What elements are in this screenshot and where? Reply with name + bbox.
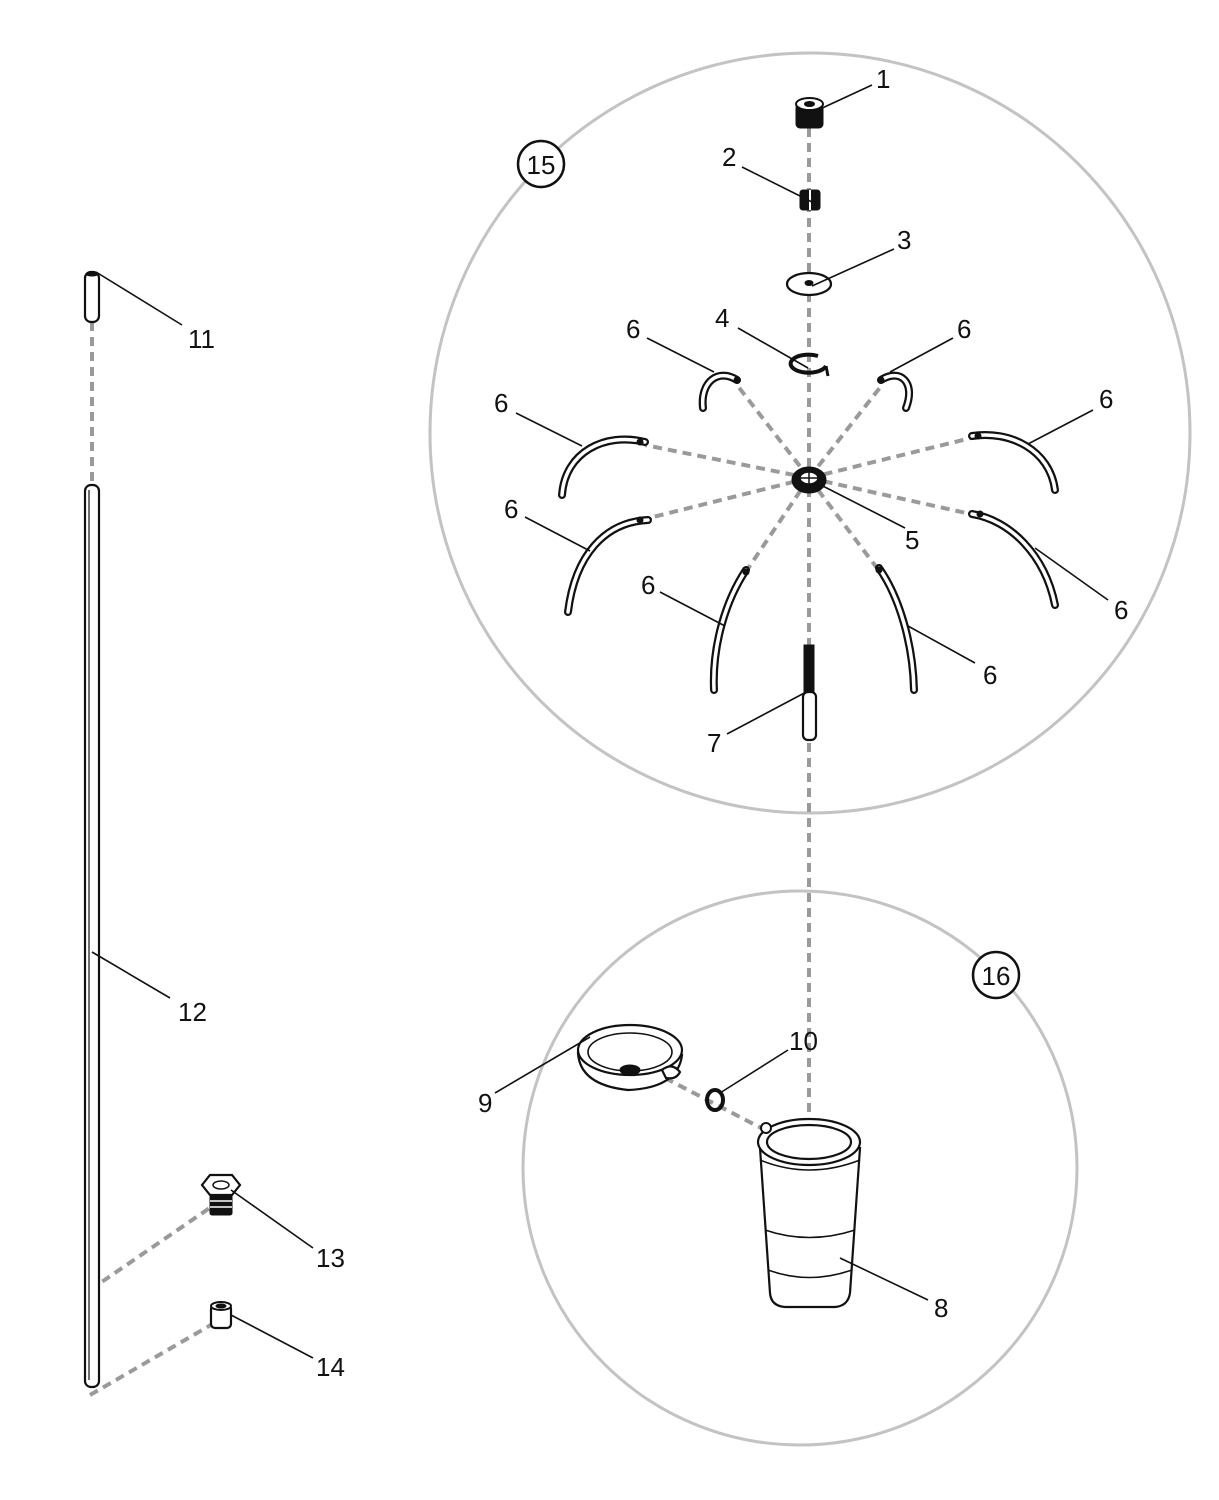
hook-bottom-right (875, 564, 918, 694)
label-12: 12 (178, 997, 207, 1027)
hook-mid-left (558, 435, 649, 499)
label-13: 13 (316, 1243, 345, 1273)
callout-15-text: 15 (527, 150, 556, 180)
part-10-ring (705, 1088, 725, 1112)
part-12-rod (83, 483, 101, 1389)
part-8-container (756, 1117, 862, 1309)
part-13-bushing (200, 1173, 242, 1216)
callout-15: 15 (516, 139, 566, 189)
label-2: 2 (722, 142, 736, 172)
label-4: 4 (715, 303, 729, 333)
label-6-g: 6 (641, 570, 655, 600)
detail-circle-15 (428, 51, 1192, 815)
hook-upper-right (877, 371, 914, 412)
label-8: 8 (934, 1293, 948, 1323)
leader-lines (91, 84, 1109, 1359)
part-11-tip (83, 270, 101, 324)
detail-circle-16 (521, 889, 1079, 1447)
part-5-hub (791, 466, 827, 494)
part-2-nut (799, 189, 821, 211)
callout-16-text: 16 (982, 961, 1011, 991)
assembly-lines (88, 128, 976, 1397)
label-1: 1 (876, 64, 890, 94)
label-7: 7 (707, 728, 721, 758)
hook-lower-left (564, 516, 652, 616)
label-6-f: 6 (1114, 595, 1128, 625)
part-4-ring (788, 352, 830, 377)
part-14-endcap (209, 1301, 233, 1330)
label-14: 14 (316, 1352, 345, 1382)
label-6-a: 6 (626, 314, 640, 344)
part-9-funnel (576, 1023, 684, 1092)
label-3: 3 (897, 225, 911, 255)
label-6-e: 6 (504, 494, 518, 524)
hook-lower-right (968, 510, 1059, 609)
label-6-h: 6 (983, 660, 997, 690)
part-labels: 1 2 3 4 5 6 6 6 6 6 6 6 6 7 8 9 10 11 12… (178, 64, 1128, 1382)
label-6-c: 6 (494, 388, 508, 418)
hook-upper-left (698, 371, 741, 412)
hook-bottom-left (709, 566, 750, 694)
label-9: 9 (478, 1088, 492, 1118)
label-6-b: 6 (957, 314, 971, 344)
label-6-d: 6 (1099, 384, 1113, 414)
label-5: 5 (905, 525, 919, 555)
label-10: 10 (789, 1026, 818, 1056)
part-1-cap (795, 97, 824, 129)
hook-mid-right (968, 431, 1059, 494)
part-3-washer (785, 271, 833, 297)
callout-16: 16 (971, 950, 1021, 1000)
part-7-stud (801, 644, 818, 742)
label-11: 11 (188, 324, 215, 354)
